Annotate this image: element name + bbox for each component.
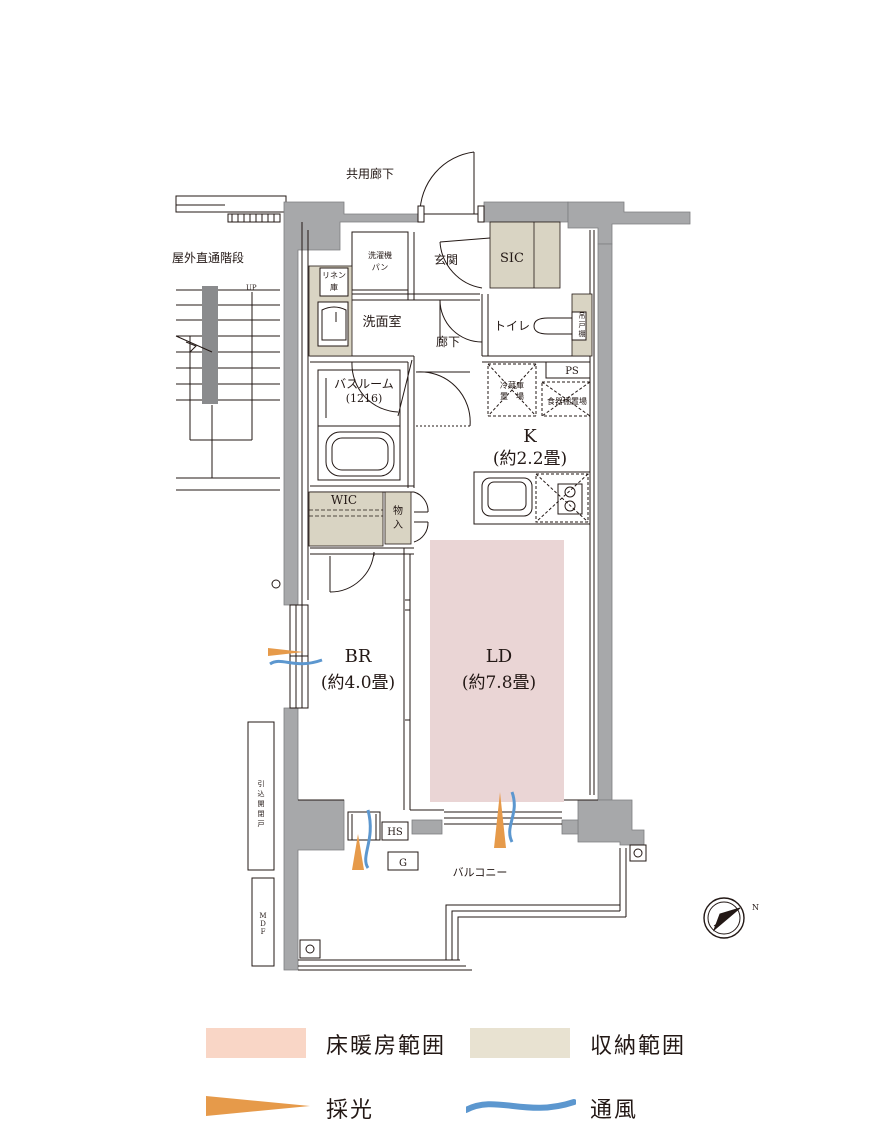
linen-label-2: 庫: [330, 282, 338, 292]
storage-legend-label: 収納範囲: [590, 1034, 687, 1059]
ventilation-legend-label: 通風: [590, 1098, 639, 1123]
bathroom-size-label: (1216): [346, 392, 383, 405]
storage-label: 物: [393, 504, 403, 517]
mdf-label-2: D: [260, 920, 266, 928]
legend-row-ranges: 床暖房範囲 収納範囲: [0, 1026, 870, 1066]
daylight-marker-bottom: [352, 809, 372, 870]
bathroom-label: バスルーム: [334, 377, 394, 391]
interior-doors: [329, 237, 491, 593]
outer-walls: [283, 201, 691, 971]
ld-size-label: (約7.8畳): [462, 673, 536, 693]
compass-n-label: N: [752, 903, 759, 912]
daylight-legend-icon: [206, 1096, 310, 1116]
mdf-label: M: [259, 912, 266, 920]
washroom-label: 洗面室: [362, 314, 401, 330]
fridge-space: [487, 363, 591, 417]
hs-label: HS: [387, 827, 403, 838]
washer-pan-label: 洗濯機: [368, 250, 392, 260]
storage-swatch: [470, 1028, 570, 1058]
sliding-door-label-5: 戸: [258, 820, 265, 828]
toilet-label: トイレ: [494, 319, 530, 333]
daylight-marker-br: [268, 648, 323, 666]
g-label: G: [399, 858, 407, 869]
toilet-shelf-label-2: 戸: [579, 321, 586, 329]
washer-pan-label-2: パン: [372, 263, 388, 272]
ventilation-legend-icon: [466, 1099, 576, 1113]
toilet-shelf-label: 吊: [579, 312, 586, 320]
floor-heating-area: [430, 540, 564, 802]
legend-row-markers: 採光 通風: [0, 1090, 870, 1130]
outdoor-stairs: [175, 195, 287, 491]
br-label: BR: [345, 646, 372, 667]
entrance-label: 玄関: [434, 252, 458, 267]
storage-label-2: 入: [393, 520, 403, 531]
floor-heating-swatch: [206, 1028, 306, 1058]
fridge-label: 冷蔵庫: [500, 380, 524, 390]
daylight-marker-ld: [494, 791, 516, 848]
stairs-label: 屋外直通階段: [172, 250, 244, 265]
cupboard-label: 食器棚置場: [547, 396, 587, 406]
ld-label: LD: [486, 646, 512, 667]
kitchen-label: K: [523, 426, 537, 447]
fridge-label-2: 置 場: [500, 391, 524, 401]
interior-walls: [298, 222, 598, 841]
sliding-door-label-3: 開: [258, 800, 265, 808]
daylight-legend-label: 採光: [326, 1098, 375, 1123]
linen-label: リネン: [322, 271, 346, 280]
br-size-label: (約4.0畳): [321, 673, 395, 693]
corridor-label: 共用廊下: [346, 166, 394, 181]
sic-label: SIC: [500, 251, 524, 266]
sliding-door-label: 引: [258, 779, 265, 788]
kitchen-size-label: (約2.2畳): [493, 449, 567, 469]
br-window: [289, 604, 309, 709]
compass-icon: [703, 897, 745, 939]
kitchen-counter: [473, 471, 591, 525]
balcony-label: バルコニー: [453, 866, 508, 879]
wic-label: WIC: [331, 493, 357, 507]
hallway-label: 廊下: [436, 334, 460, 349]
bathroom-fixtures: [317, 369, 401, 481]
floor-heating-legend-label: 床暖房範囲: [326, 1034, 447, 1059]
stairs-up-label: UP: [246, 284, 257, 292]
sliding-door-label-4: 閉: [258, 810, 265, 818]
sliding-door-label-2: 込: [258, 789, 265, 798]
toilet-shelf-label-3: 棚: [579, 329, 586, 338]
toilet-fixture: [533, 311, 587, 341]
balcony: [247, 721, 647, 971]
entrance-door: [417, 151, 485, 223]
mdf-label-3: F: [261, 928, 266, 936]
ps-label: PS: [565, 366, 579, 377]
